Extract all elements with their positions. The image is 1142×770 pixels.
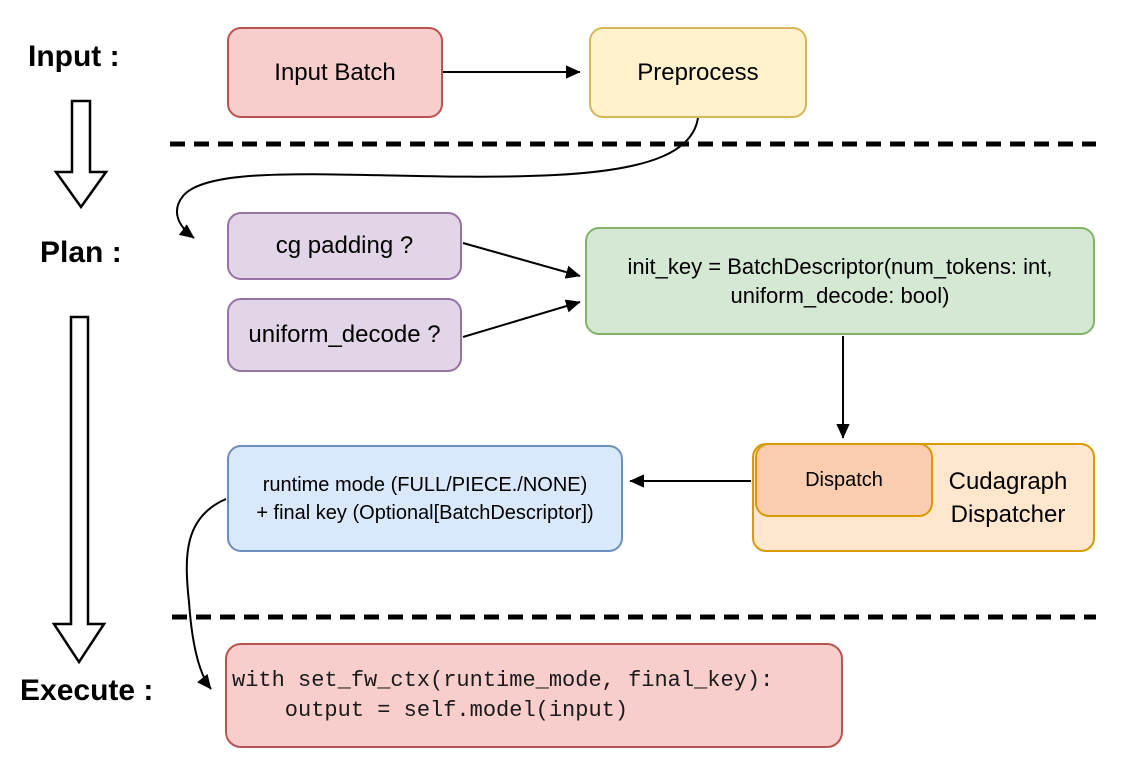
runtime-mode-line2: + final key (Optional[BatchDescriptor]) [256,501,594,524]
init-key-node: init_key = BatchDescriptor(num_tokens: i… [585,227,1095,335]
cudagraph-dispatcher-line1: Cudagraph [948,467,1068,495]
cudagraph-dispatcher-line2: Dispatcher [950,500,1066,528]
init-key-line1: init_key = BatchDescriptor(num_tokens: i… [627,254,1053,279]
connector-cg-padding-to-init-key [462,242,581,279]
dispatch-node: Dispatch [755,443,933,517]
input-batch-label: Input Batch [274,58,396,86]
connector-uniform-decode-to-init-key [462,299,581,338]
execute-code-line1: with set_fw_ctx(runtime_mode, final_key)… [232,667,774,693]
execute-section-label: Execute : [20,674,154,707]
cudagraph-dispatcher-label: Cudagraph Dispatcher [923,465,1093,531]
preprocess-node: Preprocess [589,27,807,118]
preprocess-label: Preprocess [637,58,759,86]
input-section-label: Input : [28,40,120,73]
cg-padding-node: cg padding ? [227,212,462,280]
init-key-line2: uniform_decode: bool) [730,283,950,308]
execute-code-line2: output = self.model(input) [232,697,629,723]
uniform-decode-label: uniform_decode ? [248,321,441,348]
execute-code-node: with set_fw_ctx(runtime_mode, final_key)… [225,643,843,748]
dispatch-label: Dispatch [805,468,883,491]
connector-runtime-mode-to-execute-code [185,498,227,690]
uniform-decode-node: uniform_decode ? [227,298,462,372]
runtime-mode-line1: runtime mode (FULL/PIECE./NONE) [262,473,588,496]
plan-section-label: Plan : [40,236,122,269]
flow-arrow-input-icon [53,99,109,210]
cg-padding-label: cg padding ? [275,232,414,259]
runtime-mode-node: runtime mode (FULL/PIECE./NONE) + final … [227,445,623,552]
input-batch-node: Input Batch [227,27,443,118]
flow-arrow-plan-icon [51,315,107,665]
connector-preprocess-to-cg-padding [175,117,699,239]
